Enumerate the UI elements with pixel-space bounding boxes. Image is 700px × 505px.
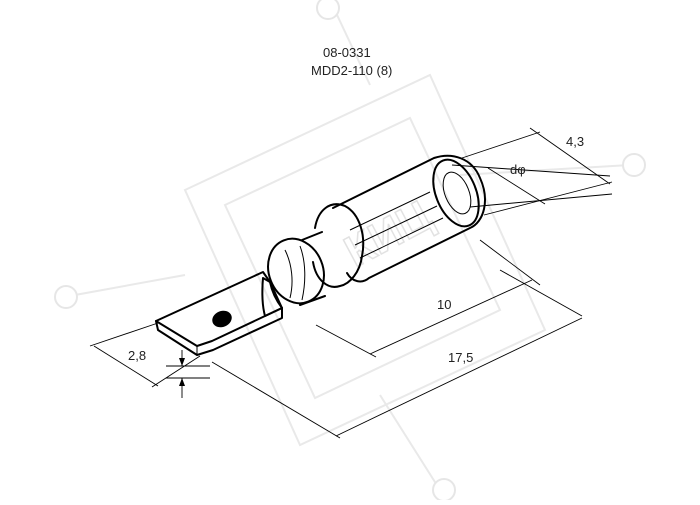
sleeve-rear-opening <box>432 158 480 228</box>
dimension-wire-diameter: dφ <box>487 162 546 205</box>
wire-diameter-label: dφ <box>510 162 526 177</box>
dimension-total-length: 17,5 <box>211 269 583 439</box>
sleeve-rear-inner <box>442 171 472 215</box>
barrel-seam <box>284 245 306 301</box>
sleeve-shading <box>349 191 444 259</box>
part-number: 08-0331 <box>323 45 371 60</box>
watermark-text: КИЦ <box>337 191 440 277</box>
tab-thickness-marker <box>166 350 210 398</box>
wire-line-upper <box>451 164 611 177</box>
body-length-label: 10 <box>437 297 451 312</box>
barrel-front <box>267 237 325 305</box>
crimp-barrel <box>299 231 326 306</box>
model-designation: MDD2-110 (8) <box>311 63 392 78</box>
terminal-part <box>155 154 613 356</box>
sleeve-diameter-label: 4,3 <box>566 134 584 149</box>
dimension-tab-width: 2,8 <box>89 322 201 388</box>
dimension-sleeve-diameter: 4,3 <box>461 127 613 216</box>
tab-width-label: 2,8 <box>128 348 146 363</box>
dimension-body-length: 10 <box>315 239 541 358</box>
tab-front-edge <box>155 307 283 356</box>
insulation-sleeve <box>332 154 486 283</box>
total-length-label: 17,5 <box>448 350 473 365</box>
detent-dimple <box>212 310 232 328</box>
collar <box>312 203 365 288</box>
